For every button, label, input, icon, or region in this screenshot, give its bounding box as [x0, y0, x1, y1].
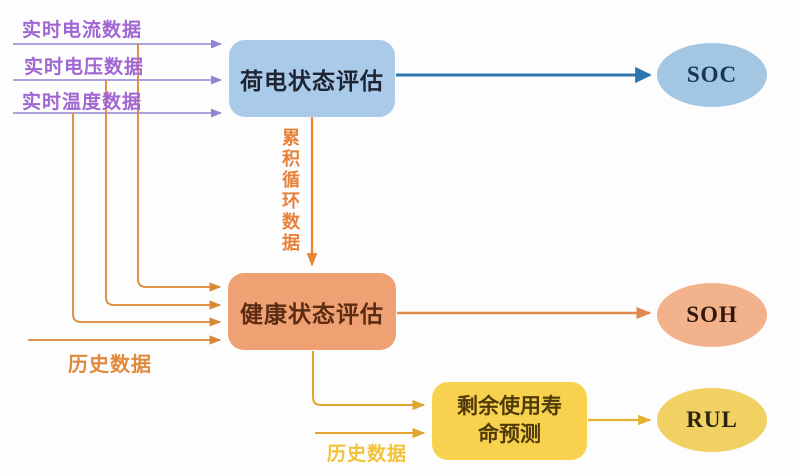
node-rul-prediction: 剩余使用寿命预测: [432, 382, 587, 460]
arrow-current-to-soh-box: [137, 44, 222, 292]
output-node-soc: SOC: [657, 43, 767, 107]
node-soc-assessment: 荷电状态评估: [229, 40, 395, 117]
input-label-realtime-current: 实时电流数据: [22, 20, 143, 41]
arrow-temperature-to-soh-box: [72, 113, 222, 327]
arrow-voltage-to-soh-box: [105, 80, 222, 310]
node-soh-assessment: 健康状态评估: [228, 273, 396, 350]
input-label-realtime-temperature: 实时温度数据: [22, 92, 143, 113]
output-node-rul: RUL: [657, 388, 767, 452]
node-rul-prediction-label: 剩余使用寿命预测: [457, 394, 562, 446]
edge-label-history-data-soh: 历史数据: [68, 354, 152, 376]
input-label-realtime-voltage: 实时电压数据: [24, 57, 145, 78]
edge-label-history-data-rul: 历史数据: [327, 444, 408, 465]
arrow-sohbox-to-rul-box: [312, 351, 426, 411]
output-node-soh: SOH: [657, 283, 767, 347]
edge-label-cumulative-cycle-data: 累积循环数据: [280, 128, 300, 254]
